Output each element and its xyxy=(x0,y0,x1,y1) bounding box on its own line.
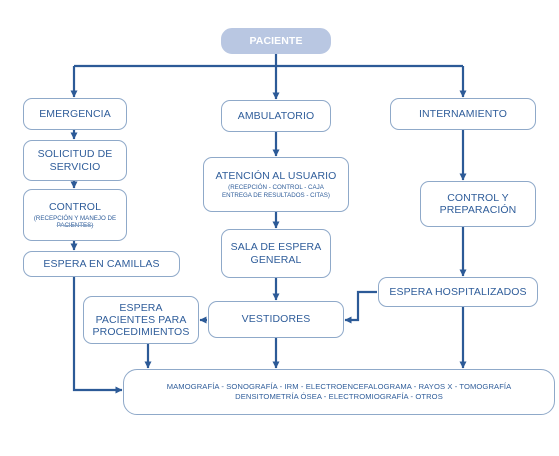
node-control: CONTROL (RECEPCIÓN Y MANEJO DE PACIENTES… xyxy=(23,189,127,241)
node-vestidores: VESTIDORES xyxy=(208,301,344,338)
node-espera-hospitalizados: ESPERA HOSPITALIZADOS xyxy=(378,277,538,307)
node-paciente: PACIENTE xyxy=(221,28,331,54)
node-servicios-line-1: MAMOGRAFÍA - SONOGRAFÍA - IRM - ELECTROE… xyxy=(166,381,512,391)
node-solicitud-servicio: SOLICITUD DE SERVICIO xyxy=(23,140,127,181)
node-vestidores-label: VESTIDORES xyxy=(241,313,311,326)
node-sala-line-2: GENERAL xyxy=(250,253,302,266)
node-control-sub-1: (RECEPCIÓN Y MANEJO DE xyxy=(33,214,117,222)
edge-hospitalizados-vestidores xyxy=(344,290,377,324)
node-servicios-line-2: DENSITOMETRÍA ÓSEA - ELECTROMIOGRAFÍA - … xyxy=(235,392,443,401)
node-emergencia-label: EMERGENCIA xyxy=(39,107,111,120)
node-espera-proc-line-2: PACIENTES PARA xyxy=(95,313,187,326)
node-control-prep-line-1: CONTROL Y xyxy=(447,191,509,204)
node-control-prep-line-2: PREPARACIÓN xyxy=(439,204,517,216)
node-espera-hosp-label: ESPERA HOSPITALIZADOS xyxy=(389,285,527,298)
node-atencion-sub-1: (RECEPCIÓN - CONTROL - CAJA xyxy=(228,184,324,192)
node-espera-proc-line-1: ESPERA xyxy=(119,301,163,314)
edge-camillas-servicios xyxy=(72,276,123,394)
node-sala-espera: SALA DE ESPERA GENERAL xyxy=(221,229,331,278)
node-control-label: CONTROL xyxy=(48,200,102,213)
node-espera-camillas: ESPERA EN CAMILLAS xyxy=(23,251,180,277)
node-paciente-label: PACIENTE xyxy=(249,34,303,47)
node-ambulatorio: AMBULATORIO xyxy=(221,100,331,132)
node-espera-proc-line-3: PROCEDIMIENTOS xyxy=(92,326,190,339)
node-espera-camillas-label: ESPERA EN CAMILLAS xyxy=(43,257,160,270)
node-atencion-usuario: ATENCIÓN AL USUARIO (RECEPCIÓN - CONTROL… xyxy=(203,157,349,212)
node-atencion-sub-2: ENTREGA DE RESULTADOS - CITAS) xyxy=(222,191,330,199)
node-espera-procedimientos: ESPERA PACIENTES PARA PROCEDIMIENTOS xyxy=(83,296,199,344)
node-control-preparacion: CONTROL Y PREPARACIÓN xyxy=(420,181,536,227)
node-emergencia: EMERGENCIA xyxy=(23,98,127,130)
node-ambulatorio-label: AMBULATORIO xyxy=(237,109,315,122)
node-servicios: MAMOGRAFÍA - SONOGRAFÍA - IRM - ELECTROE… xyxy=(123,369,555,415)
node-internamiento: INTERNAMIENTO xyxy=(390,98,536,130)
node-control-sub-2: PACIENTES) xyxy=(56,222,94,230)
node-internamiento-label: INTERNAMIENTO xyxy=(418,107,508,120)
node-sala-line-1: SALA DE ESPERA xyxy=(230,241,322,254)
node-atencion-label: ATENCIÓN AL USUARIO xyxy=(215,170,337,183)
node-solicitud-line-2: SERVICIO xyxy=(49,160,101,173)
node-solicitud-line-1: SOLICITUD DE xyxy=(37,148,113,161)
